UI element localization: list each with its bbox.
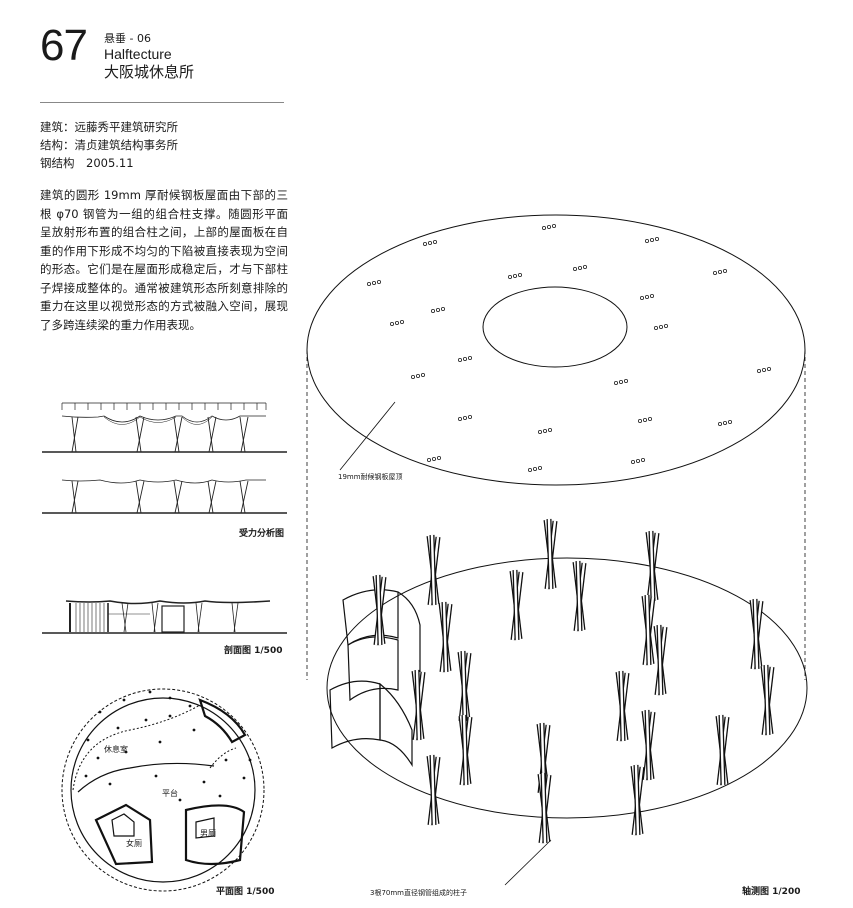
credit-architect: 建筑：远藤秀平建筑研究所: [40, 120, 178, 134]
title-chinese: 大阪城休息所: [104, 63, 195, 81]
roof-bolt-holes: [366, 223, 772, 473]
force-diagram-caption: 受力分析图: [239, 529, 285, 539]
plan-label-womens-toilet: 女厕: [126, 839, 142, 848]
credits-block: 建筑：远藤秀平建筑研究所 结构：清贞建筑结构事务所 钢结构 2005.11: [40, 118, 178, 172]
header-divider: [40, 102, 284, 103]
description-text: 建筑的圆形 19mm 厚耐候钢板屋面由下部的三根 φ70 钢管为一组的组合柱支撑…: [40, 188, 288, 332]
axonometric-drawing: [306, 214, 808, 886]
axonometric-caption: 轴测图 1/200: [742, 887, 801, 897]
plan-label-mens-toilet: 男厕: [200, 829, 216, 838]
plan-label-rest-room: 休息室: [104, 745, 128, 754]
roof-annotation: 19mm耐候钢板屋顶: [338, 473, 403, 481]
plan-label-platform: 平台: [162, 789, 178, 798]
section-caption: 剖面图 1/500: [224, 646, 283, 656]
page-number: 67: [40, 21, 88, 70]
credit-structure: 结构：清贞建筑结构事务所: [40, 138, 178, 152]
title-english: Halftecture: [104, 46, 172, 62]
column-annotation: 3根70mm直径钢管组成的柱子: [370, 889, 467, 897]
category-label: 悬垂 - 06: [104, 32, 151, 45]
section-diagram: [42, 600, 287, 634]
plan-caption: 平面图 1/500: [216, 887, 275, 897]
credit-type-year: 钢结构 2005.11: [40, 156, 134, 170]
column-groups: [375, 519, 772, 843]
force-analysis-diagram: [42, 402, 287, 514]
floor-plan: [61, 688, 265, 892]
